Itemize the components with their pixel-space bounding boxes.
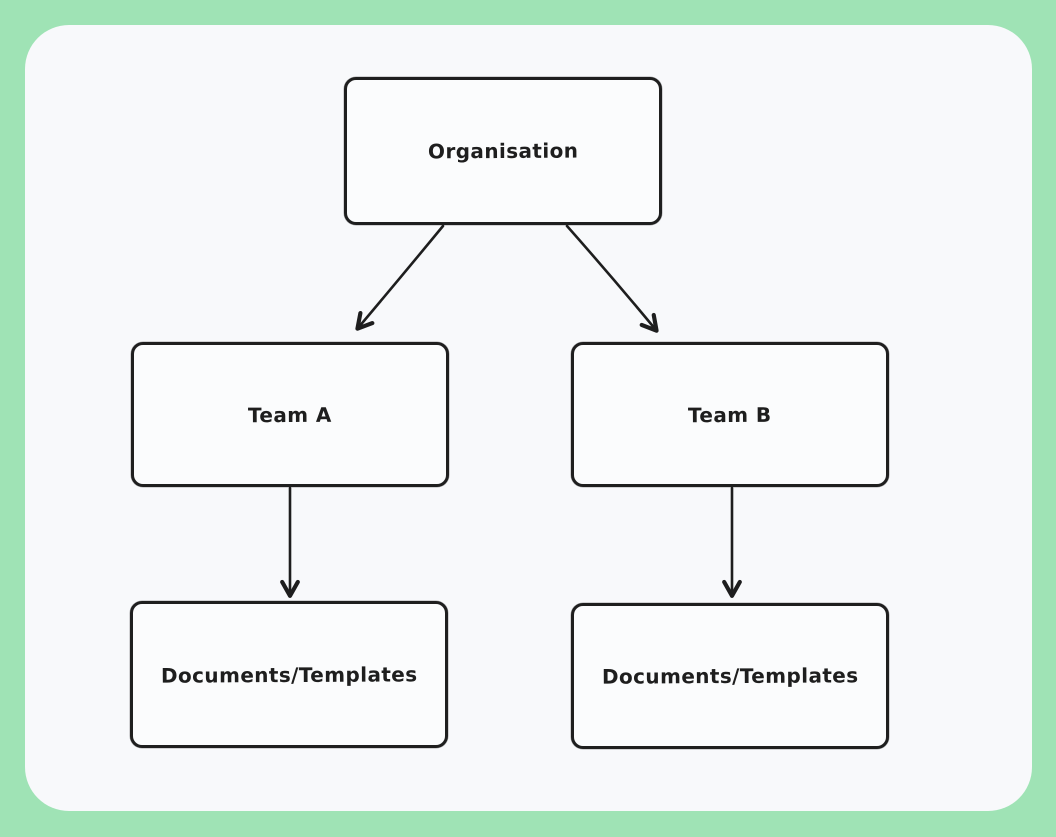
node-organisation-label: Organisation: [427, 138, 579, 164]
node-team-b[interactable]: Team B: [571, 342, 889, 487]
node-team-b-label: Team B: [688, 402, 772, 427]
node-documents-templates-a[interactable]: Documents/Templates: [130, 601, 448, 748]
node-organisation[interactable]: Organisation: [344, 77, 662, 225]
node-documents-templates-b-label: Documents/Templates: [601, 663, 859, 689]
edge-organisation-to-team-b[interactable]: [565, 224, 659, 333]
node-documents-templates-a-label: Documents/Templates: [160, 661, 418, 688]
node-team-a-label: Team A: [248, 402, 332, 427]
node-documents-templates-b[interactable]: Documents/Templates: [571, 603, 889, 749]
edge-organisation-to-team-a[interactable]: [355, 224, 445, 331]
diagram-canvas[interactable]: Organisation Team A Team B Documents/Tem…: [25, 25, 1032, 811]
node-team-a[interactable]: Team A: [131, 342, 449, 487]
